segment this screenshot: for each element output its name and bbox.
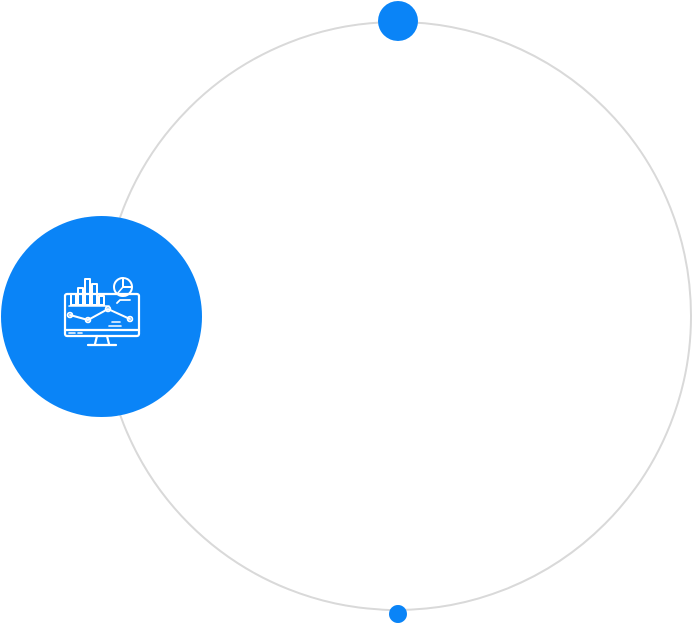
orbit-node-top [378,1,418,41]
feature-circle[interactable] [1,216,202,417]
analytics-dashboard-icon [63,276,140,346]
orbit-node-bottom [389,605,407,623]
